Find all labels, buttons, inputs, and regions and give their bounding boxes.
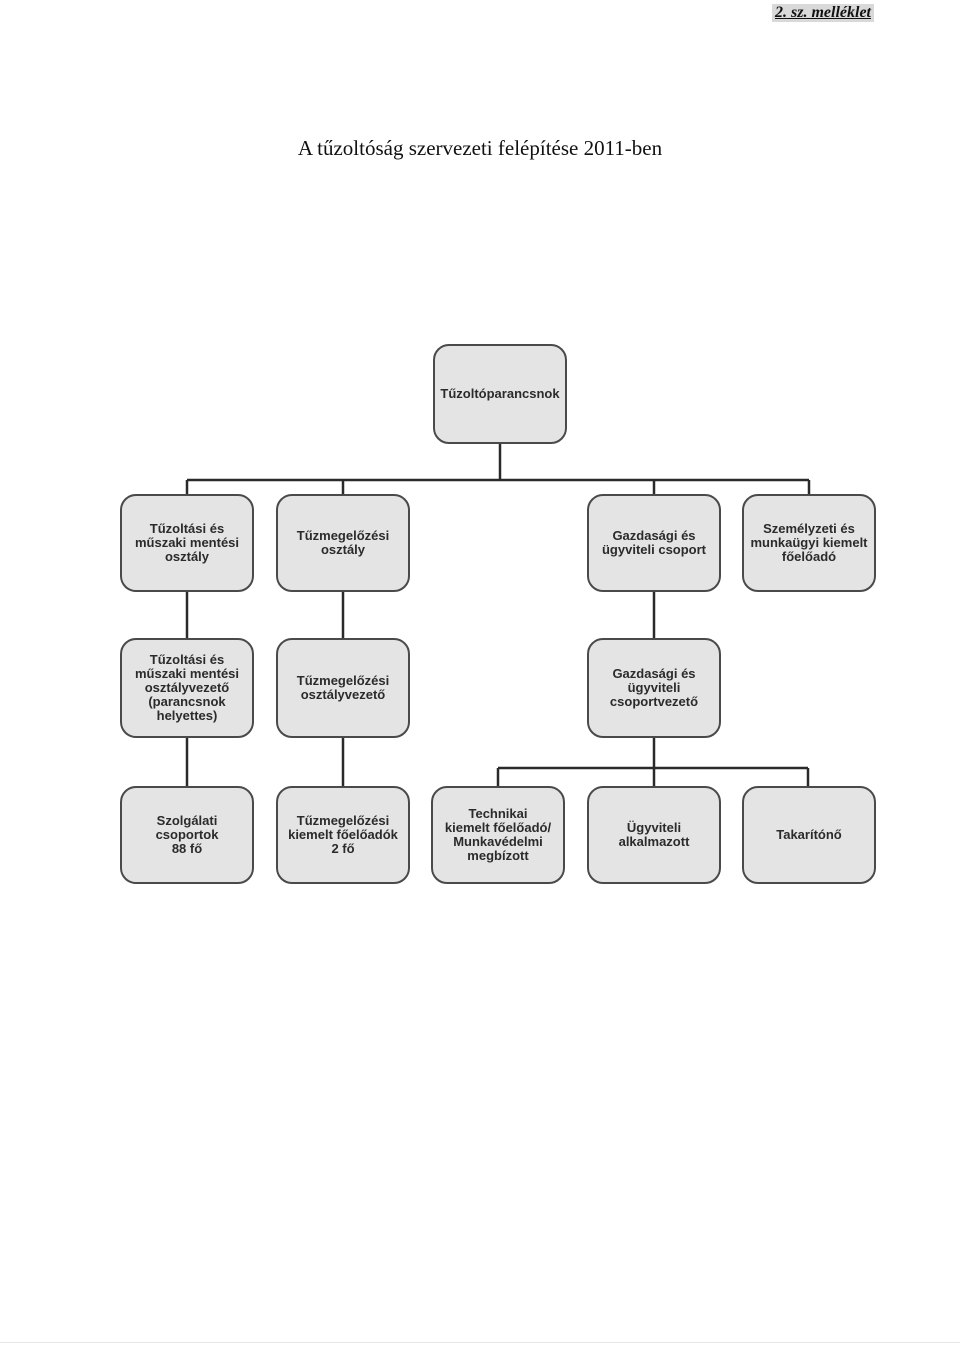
- node-label: Gazdasági és ügyviteli csoportvezető: [609, 666, 699, 709]
- node-label: Tűzoltóparancsnok: [440, 386, 560, 401]
- node-firefighting-dept: Tűzoltási és műszaki mentési osztály: [120, 494, 254, 592]
- node-finance-group: Gazdasági és ügyviteli csoport: [587, 494, 721, 592]
- node-label: Takarítónő: [776, 827, 842, 842]
- node-label: Gazdasági és ügyviteli csoport: [601, 528, 707, 557]
- node-label: Tűzmegelőzési kiemelt főelőadók 2 fő: [288, 813, 398, 856]
- node-technical-advisor: Technikai kiemelt főelőadó/ Munkavédelmi…: [431, 786, 565, 884]
- node-label: Ügyviteli alkalmazott: [618, 820, 690, 849]
- node-label: Tűzoltási és műszaki mentési osztályveze…: [134, 652, 240, 723]
- node-cleaner: Takarítónő: [742, 786, 876, 884]
- node-finance-head: Gazdasági és ügyviteli csoportvezető: [587, 638, 721, 738]
- node-label: Személyzeti és munkaügyi kiemelt főelőad…: [750, 521, 868, 564]
- node-service-groups: Szolgálati csoportok 88 fő: [120, 786, 254, 884]
- node-firefighting-head: Tűzoltási és műszaki mentési osztályveze…: [120, 638, 254, 738]
- node-prevention-advisors: Tűzmegelőzési kiemelt főelőadók 2 fő: [276, 786, 410, 884]
- node-fire-prevention-dept: Tűzmegelőzési osztály: [276, 494, 410, 592]
- node-fire-prevention-head: Tűzmegelőzési osztályvezető: [276, 638, 410, 738]
- page-bottom-edge: [0, 1342, 960, 1343]
- node-label: Technikai kiemelt főelőadó/ Munkavédelmi…: [444, 806, 552, 863]
- chart-title: A tűzoltóság szervezeti felépítése 2011-…: [297, 136, 663, 160]
- node-label: Tűzmegelőzési osztályvezető: [296, 673, 390, 702]
- node-label: Tűzmegelőzési osztály: [296, 528, 390, 557]
- node-hr-advisor: Személyzeti és munkaügyi kiemelt főelőad…: [742, 494, 876, 592]
- node-label: Szolgálati csoportok 88 fő: [155, 813, 219, 856]
- node-admin-staff: Ügyviteli alkalmazott: [587, 786, 721, 884]
- node-label: Tűzoltási és műszaki mentési osztály: [134, 521, 240, 564]
- node-commander: Tűzoltóparancsnok: [433, 344, 567, 444]
- annex-label: 2. sz. melléklet: [772, 4, 874, 22]
